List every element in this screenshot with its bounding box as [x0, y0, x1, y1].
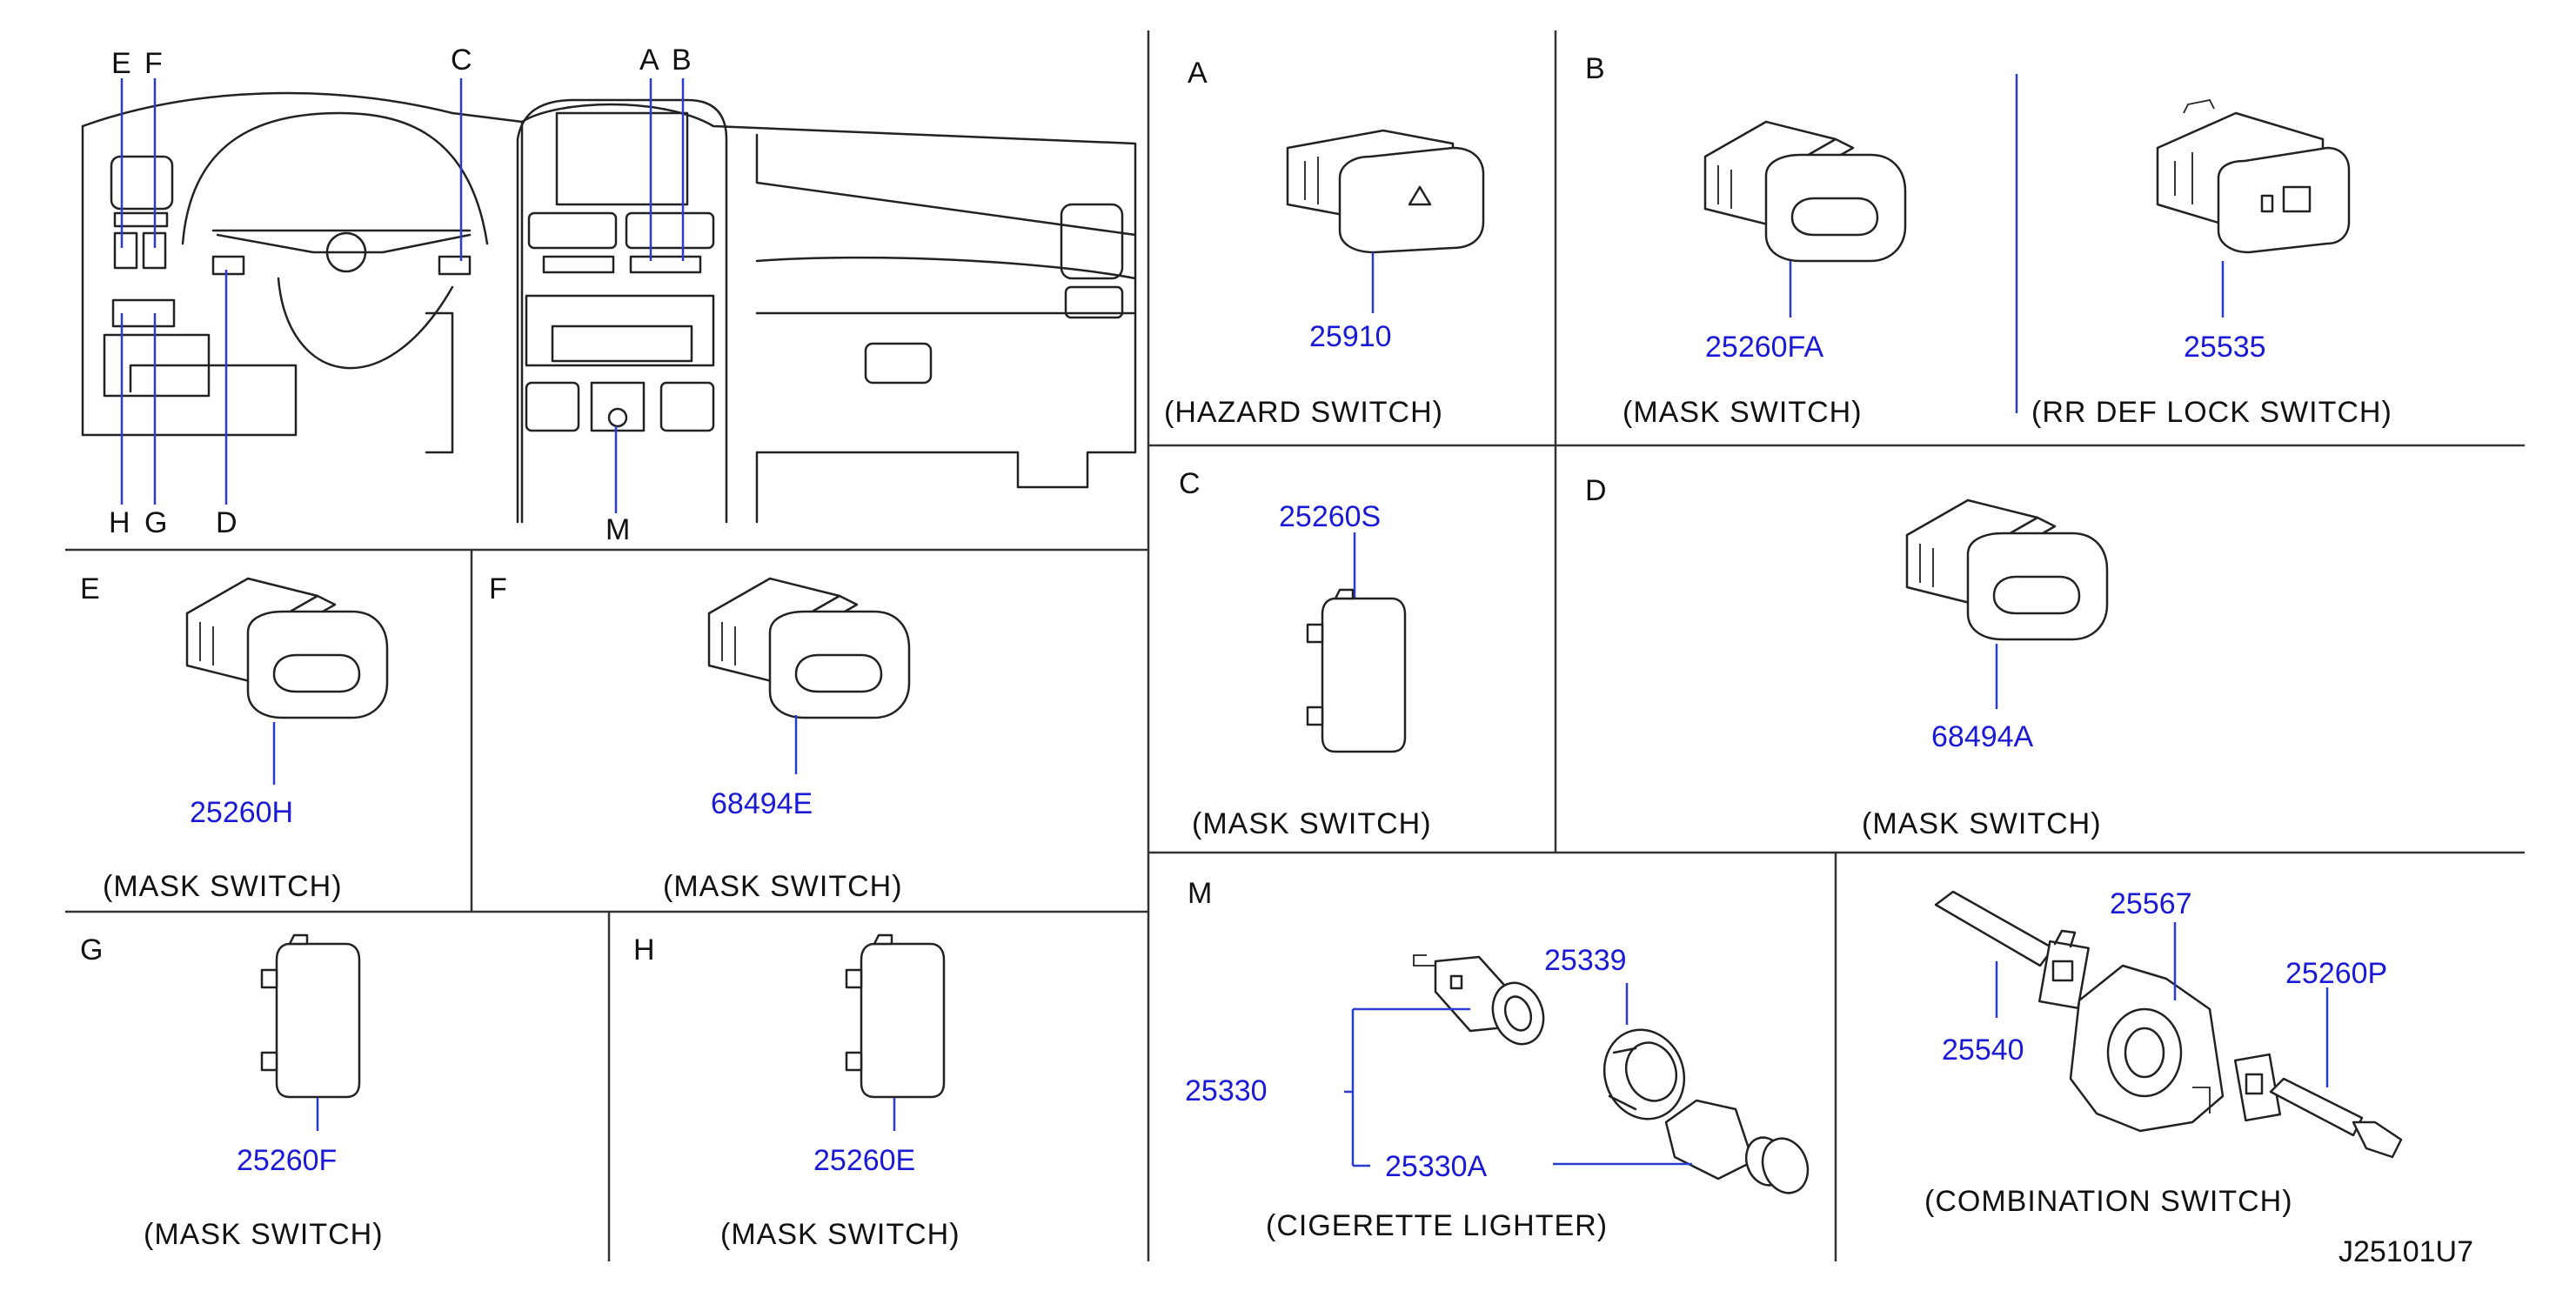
panel-h-letter: H — [633, 933, 655, 967]
callout-c: C — [451, 43, 472, 77]
pn-25339: 25339 — [1544, 944, 1627, 977]
mask-switch-e — [185, 577, 389, 719]
rr-def-lock-switch-drawing — [2156, 98, 2351, 254]
pn-25910: 25910 — [1309, 320, 1392, 353]
caption-cigarette-lighter: (CIGERETTE LIGHTER) — [1266, 1209, 1608, 1242]
panel-m-letter: M — [1188, 877, 1212, 910]
caption-mask-switch-h: (MASK SWITCH) — [720, 1218, 960, 1251]
pn-25260P: 25260P — [2285, 957, 2387, 990]
pn-25260S: 25260S — [1279, 500, 1381, 533]
caption-mask-switch-f: (MASK SWITCH) — [663, 870, 903, 903]
mask-switch-h — [845, 933, 946, 1099]
overview-leaders — [120, 78, 685, 513]
pn-25330: 25330 — [1185, 1074, 1268, 1107]
callout-h: H — [109, 506, 130, 539]
panel-a: A 25910 (HAZARD SWITCH) — [1164, 57, 1485, 429]
callout-b: B — [672, 43, 692, 77]
callout-f: F — [144, 47, 163, 80]
panel-c: C 25260S (MASK SWITCH) — [1179, 467, 1432, 840]
panel-f-letter: F — [489, 572, 507, 605]
panel-d-letter: D — [1585, 474, 1607, 507]
wiper-stalk-drawing — [1934, 890, 2090, 1010]
panel-d: D 68494A (MASK SWITCH) — [1585, 474, 2109, 840]
lighter-plug-drawing — [1664, 1099, 1810, 1194]
light-stalk-drawing — [2233, 1053, 2403, 1159]
pn-25260E: 25260E — [813, 1144, 915, 1177]
panel-g-letter: G — [80, 933, 103, 967]
lighter-ring-drawing — [1602, 1028, 1686, 1120]
caption-mask-switch-e: (MASK SWITCH) — [103, 870, 343, 903]
mask-switch-d — [1905, 498, 2109, 641]
clock-spring-drawing — [2069, 964, 2225, 1133]
panel-e: E 25260H (MASK SWITCH) — [80, 572, 389, 903]
panel-grid — [65, 30, 2525, 1261]
callout-m: M — [606, 513, 630, 546]
pn-25260H: 25260H — [190, 796, 293, 829]
mask-switch-c — [1306, 588, 1407, 753]
callout-g: G — [144, 506, 167, 539]
pn-25540: 25540 — [1942, 1033, 2024, 1067]
callout-d: D — [216, 506, 238, 539]
caption-mask-switch-g: (MASK SWITCH) — [144, 1218, 384, 1251]
caption-combination-switch: (COMBINATION SWITCH) — [1924, 1185, 2293, 1218]
leader-bracket-25330 — [1344, 1007, 1470, 1167]
pn-25535: 25535 — [2184, 331, 2266, 364]
panel-h: H 25260E (MASK SWITCH) — [633, 933, 960, 1251]
dashboard-overview — [81, 91, 1137, 524]
caption-rr-def-lock-switch: (RR DEF LOCK SWITCH) — [2031, 396, 2392, 429]
mask-switch-g — [260, 933, 361, 1099]
callout-e: E — [111, 47, 131, 80]
lighter-socket-drawing — [1413, 954, 1545, 1046]
overview-callouts: E F C A B H G D M — [109, 43, 692, 546]
hazard-switch-drawing — [1286, 129, 1485, 254]
panel-b-letter: B — [1585, 52, 1605, 85]
pn-25260FA: 25260FA — [1705, 331, 1823, 364]
caption-mask-switch-d: (MASK SWITCH) — [1862, 807, 2102, 840]
caption-hazard-switch: (HAZARD SWITCH) — [1164, 396, 1443, 429]
pn-25330A: 25330A — [1385, 1150, 1488, 1183]
pn-68494A: 68494A — [1931, 720, 2034, 753]
caption-mask-switch-c: (MASK SWITCH) — [1192, 807, 1432, 840]
mask-switch-f — [707, 577, 911, 719]
pn-25260F: 25260F — [237, 1144, 337, 1177]
panel-f: F 68494E (MASK SWITCH) — [489, 572, 911, 903]
panel-b: B 25260FA (MASK SWITCH) 25535 (RR DEF LO… — [1585, 52, 2392, 429]
panel-combination-switch: 25567 25260P 25540 (COMBINATION SWITCH) — [1924, 887, 2403, 1218]
mask-switch-b — [1703, 120, 1907, 263]
panel-e-letter: E — [80, 572, 100, 605]
pn-25567: 25567 — [2110, 887, 2192, 920]
panel-c-letter: C — [1179, 467, 1201, 500]
panel-m: M 25339 25330 25330A (CIGERETTE LIGHTER) — [1185, 877, 1810, 1242]
panel-g: G 25260F (MASK SWITCH) — [80, 933, 384, 1251]
panel-a-letter: A — [1188, 57, 1208, 90]
caption-mask-switch-b: (MASK SWITCH) — [1623, 396, 1863, 429]
callout-a: A — [639, 43, 659, 77]
diagram-id: J25101U7 — [2338, 1235, 2473, 1268]
pn-68494E: 68494E — [711, 787, 813, 820]
